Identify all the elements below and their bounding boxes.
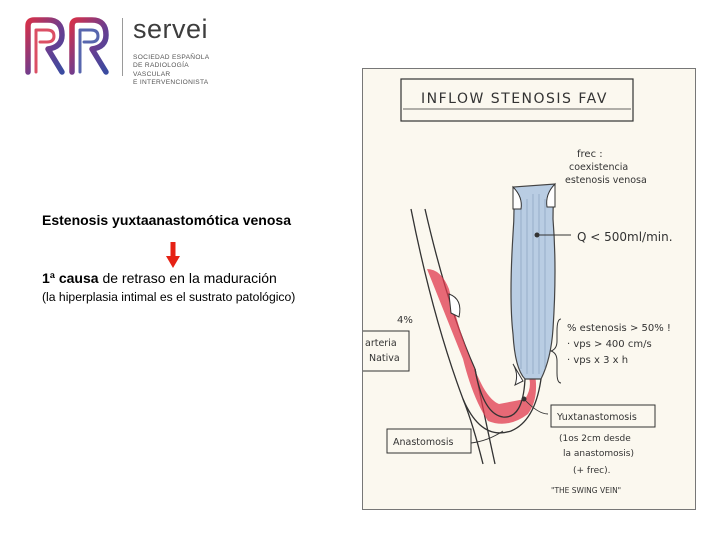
slide-title: Estenosis yuxtaanastomótica venosa <box>42 212 291 228</box>
criteria-line-1: % estenosis > 50% ! <box>567 323 671 334</box>
criteria-line-2: · vps > 400 cm/s <box>567 339 652 350</box>
percent-label: 4% <box>397 315 413 326</box>
artery-wall-left <box>410 208 484 465</box>
cause-bold: 1ª causa <box>42 270 99 286</box>
juxta-pointer-line <box>523 398 549 415</box>
down-arrow-icon <box>166 242 180 268</box>
anastomosis-box <box>386 428 472 454</box>
cause-line: 1ª causa de retraso en la maduración <box>42 270 277 286</box>
stenosis-mark-artery <box>448 293 461 318</box>
logo-name: servei <box>133 14 209 44</box>
arteria-box <box>363 330 410 372</box>
flow-label: Q < 500ml/min. <box>577 230 673 244</box>
logo-subtitle-line: SOCIEDAD ESPAÑOLA <box>133 54 210 61</box>
criteria-line-3: · vps x 3 x h <box>567 355 628 366</box>
anastomosis-outer <box>462 378 542 434</box>
flow-pointer-dot <box>534 232 540 238</box>
vein-shading <box>520 194 546 374</box>
arteria-label-2: Nativa <box>369 353 400 364</box>
cause-note: (la hiperplasia intimal es el sustrato p… <box>42 290 296 304</box>
logo-divider <box>122 18 123 76</box>
stenosis-mark-juxta <box>512 363 524 387</box>
frec-label: frec : <box>577 149 603 160</box>
cause-rest: de retraso en la maduración <box>98 270 277 286</box>
swing-label: "THE SWING VEIN" <box>551 486 621 495</box>
sketch-panel: INFLOW STENOSIS FAV <box>362 68 696 510</box>
arteria-label-1: arteria <box>365 338 397 349</box>
artery-wall-right <box>424 208 476 370</box>
logo-subtitle-line: DE RADIOLOGÍA <box>133 62 189 70</box>
logo-subtitle-line: E INTERVENCIONISTA <box>133 79 209 87</box>
yuxta-label-1: Yuxtanastomosis <box>556 412 637 423</box>
stenosis-mark-top-right <box>546 182 556 208</box>
logo-subtitle: SOCIEDAD ESPAÑOLA DE RADIOLOGÍA VASCULAR… <box>133 54 209 88</box>
coexist-line-1: coexistencia <box>569 162 628 173</box>
anastomosis-label: Anastomosis <box>393 437 453 448</box>
sketch-title: INFLOW STENOSIS FAV <box>421 91 608 107</box>
stenosis-mark-top-left <box>512 185 522 210</box>
yuxta-label-4: (+ frec). <box>573 466 610 476</box>
yuxta-box <box>550 404 656 428</box>
yuxta-label-3: la anastomosis) <box>563 449 634 459</box>
anastomosis-pointer-line <box>470 430 504 444</box>
coexist-line-2: estenosis venosa <box>565 175 647 186</box>
sketch-title-box <box>400 78 634 122</box>
criteria-brace <box>549 318 562 384</box>
sketch-drawing: INFLOW STENOSIS FAV <box>363 78 673 495</box>
servei-mark-icon <box>25 17 109 75</box>
servei-logo: servei SOCIEDAD ESPAÑOLA DE RADIOLOGÍA V… <box>22 14 222 86</box>
yuxta-label-2: (1os 2cm desde <box>559 434 631 444</box>
logo-subtitle-line: VASCULAR <box>133 70 171 78</box>
